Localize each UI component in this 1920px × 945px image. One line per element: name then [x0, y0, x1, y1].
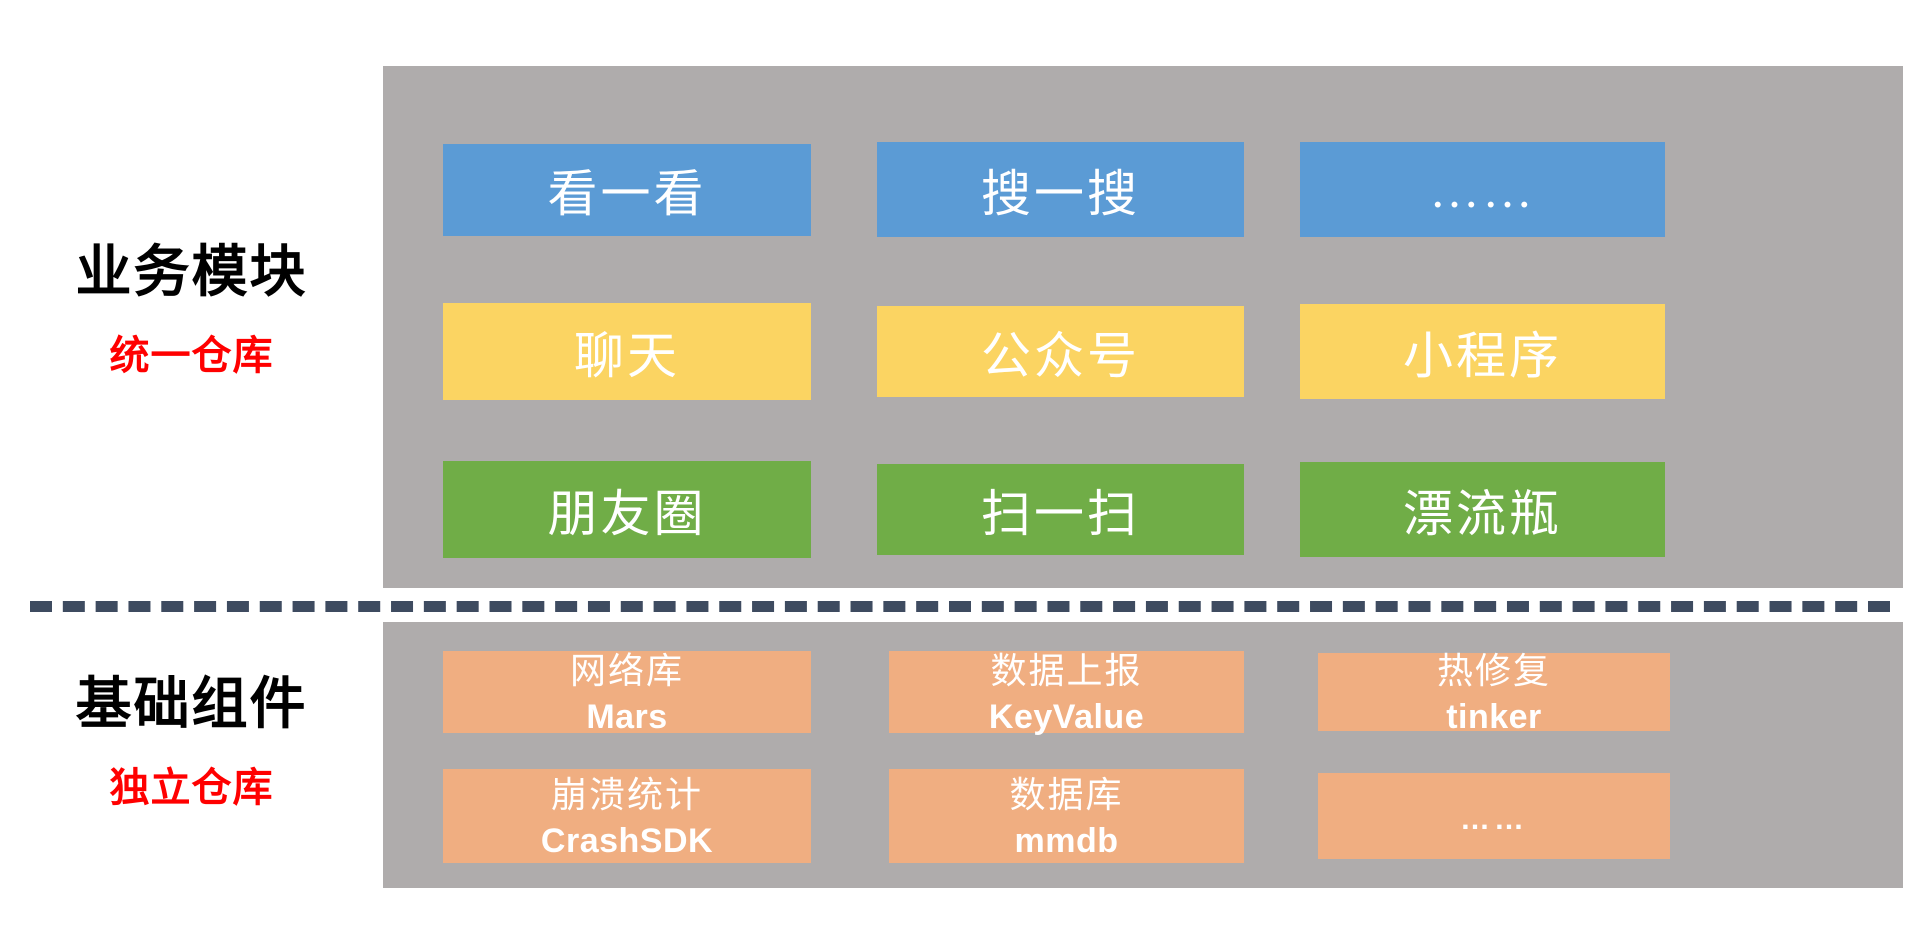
module-box-scan[interactable]: 扫一扫 — [877, 464, 1244, 555]
component-box-report-keyvalue[interactable]: 数据上报 KeyValue — [889, 651, 1244, 736]
module-box-souyisou[interactable]: 搜一搜 — [877, 142, 1244, 237]
component-box-network-mars[interactable]: 网络库 Mars — [443, 651, 811, 736]
foundation-section-title: 基础组件 — [75, 674, 308, 736]
business-row-blue: 看一看 搜一搜 …… — [443, 142, 1665, 237]
component-box-hotfix-tinker[interactable]: 热修复 tinker — [1318, 651, 1670, 736]
module-box-drift-bottle[interactable]: 漂流瓶 — [1300, 462, 1665, 557]
component-box-crash-crashsdk[interactable]: 崩溃统计 CrashSDK — [443, 769, 811, 863]
business-section-title: 业务模块 — [75, 242, 308, 304]
section-divider — [30, 601, 1890, 612]
module-box-mini-program[interactable]: 小程序 — [1300, 304, 1665, 399]
business-section-label: 业务模块 统一仓库 — [0, 240, 383, 380]
foundation-row-1: 网络库 Mars 数据上报 KeyValue 热修复 tinker — [443, 651, 1670, 736]
component-label-en: mmdb — [1014, 821, 1119, 860]
component-box-database-mmdb[interactable]: 数据库 mmdb — [889, 769, 1244, 863]
module-box-chat[interactable]: 聊天 — [443, 303, 811, 400]
module-box-kanyikan[interactable]: 看一看 — [443, 143, 811, 236]
component-label-en: Mars — [586, 697, 668, 736]
component-label-en: KeyValue — [988, 697, 1145, 736]
component-label-cn: 崩溃统计 — [550, 775, 703, 816]
component-label-cn: 数据库 — [1009, 775, 1124, 816]
module-box-more-blue[interactable]: …… — [1300, 142, 1665, 237]
component-box-more-orange[interactable]: …… — [1318, 773, 1670, 859]
foundation-row-2: 崩溃统计 CrashSDK 数据库 mmdb …… — [443, 769, 1670, 863]
foundation-section-label: 基础组件 独立仓库 — [0, 672, 383, 812]
module-box-official-account[interactable]: 公众号 — [877, 306, 1244, 397]
component-label-en: CrashSDK — [540, 821, 714, 860]
component-label-cn: 热修复 — [1436, 651, 1551, 692]
component-label-cn: 数据上报 — [990, 651, 1143, 692]
component-label-cn: 网络库 — [569, 651, 684, 692]
component-label-en: …… — [1460, 803, 1528, 836]
module-box-moments[interactable]: 朋友圈 — [443, 461, 811, 558]
foundation-section-subtitle: 独立仓库 — [109, 765, 274, 811]
business-row-yellow: 聊天 公众号 小程序 — [443, 303, 1665, 400]
component-label-en: tinker — [1446, 697, 1542, 736]
business-section-subtitle: 统一仓库 — [109, 333, 274, 379]
business-row-green: 朋友圈 扫一扫 漂流瓶 — [443, 461, 1665, 558]
